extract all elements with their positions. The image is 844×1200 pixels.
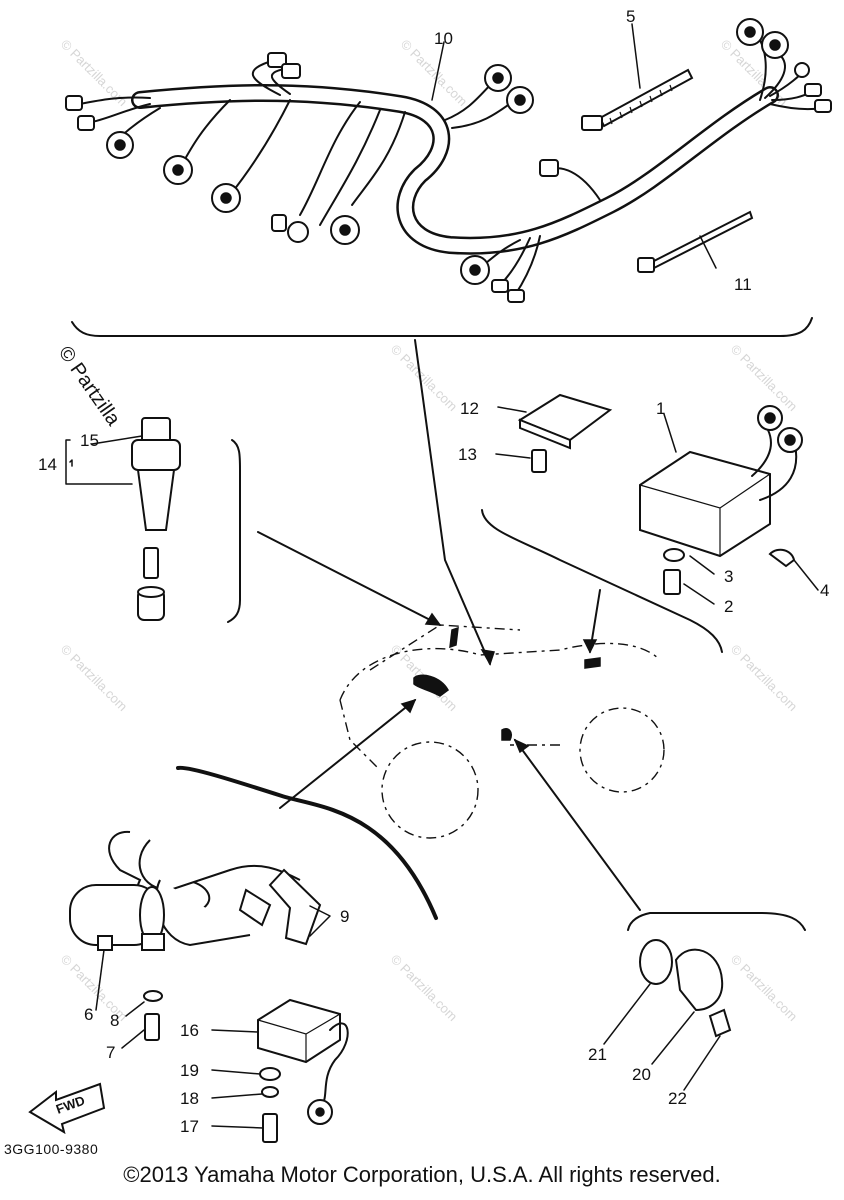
callout-1: 1 <box>656 399 665 418</box>
watermark: © Partzilla.com <box>728 342 801 415</box>
copyright-notice: ©2013 Yamaha Motor Corporation, U.S.A. A… <box>123 1162 721 1187</box>
rectifier-regulator <box>257 998 349 1143</box>
callout-3: 3 <box>724 567 733 586</box>
main-switch <box>131 417 181 621</box>
callout-leaders <box>65 23 819 1129</box>
callout-11: 11 <box>734 275 752 294</box>
sensor-bracket <box>627 912 806 931</box>
callout-4: 4 <box>820 581 829 600</box>
callout-9: 9 <box>340 907 349 926</box>
callout-17: 17 <box>180 1117 199 1136</box>
fwd-arrow: FWD <box>28 1082 106 1135</box>
callout-10: 10 <box>434 29 453 48</box>
side-watermark: © Partzilla <box>54 342 125 430</box>
watermark: © Partzilla.com <box>58 952 131 1025</box>
watermark: © Partzilla.com <box>388 952 461 1025</box>
callout-6: 6 <box>84 1005 93 1024</box>
cdi-bracket <box>481 509 723 653</box>
callout-8: 8 <box>110 1011 119 1030</box>
sensor-assembly <box>639 939 732 1038</box>
callout-16: 16 <box>180 1021 199 1040</box>
atv-outline <box>339 624 665 839</box>
diagram-code: 3GG100-9380 <box>4 1141 98 1157</box>
watermark: © Partzilla.com <box>58 642 131 715</box>
callout-7: 7 <box>106 1043 115 1062</box>
callout-19: 19 <box>180 1061 199 1080</box>
ignition-coil <box>69 765 438 1041</box>
callout-20: 20 <box>632 1065 651 1084</box>
callout-13: 13 <box>458 445 477 464</box>
cdi-unit <box>639 405 803 595</box>
harness-bracket <box>71 317 813 337</box>
callout-labels: 10 5 11 12 13 1 3 2 4 15 14 9 6 8 7 16 1… <box>4 7 829 1157</box>
cable-tie-11 <box>637 210 754 273</box>
bracket-12 <box>517 393 613 473</box>
callout-21: 21 <box>588 1045 607 1064</box>
watermark: © Partzilla.com <box>728 642 801 715</box>
leader-lines <box>257 339 641 911</box>
cable-band-5 <box>581 68 694 131</box>
callout-15: 15 <box>80 431 99 450</box>
callout-5: 5 <box>626 7 635 26</box>
callout-2: 2 <box>724 597 733 616</box>
switch-bracket <box>227 439 241 623</box>
wire-harness <box>65 18 832 303</box>
callout-12: 12 <box>460 399 479 418</box>
callout-18: 18 <box>180 1089 199 1108</box>
callout-14: 14 <box>38 455 57 474</box>
callout-22: 22 <box>668 1089 687 1108</box>
watermark: © Partzilla.com <box>728 952 801 1025</box>
